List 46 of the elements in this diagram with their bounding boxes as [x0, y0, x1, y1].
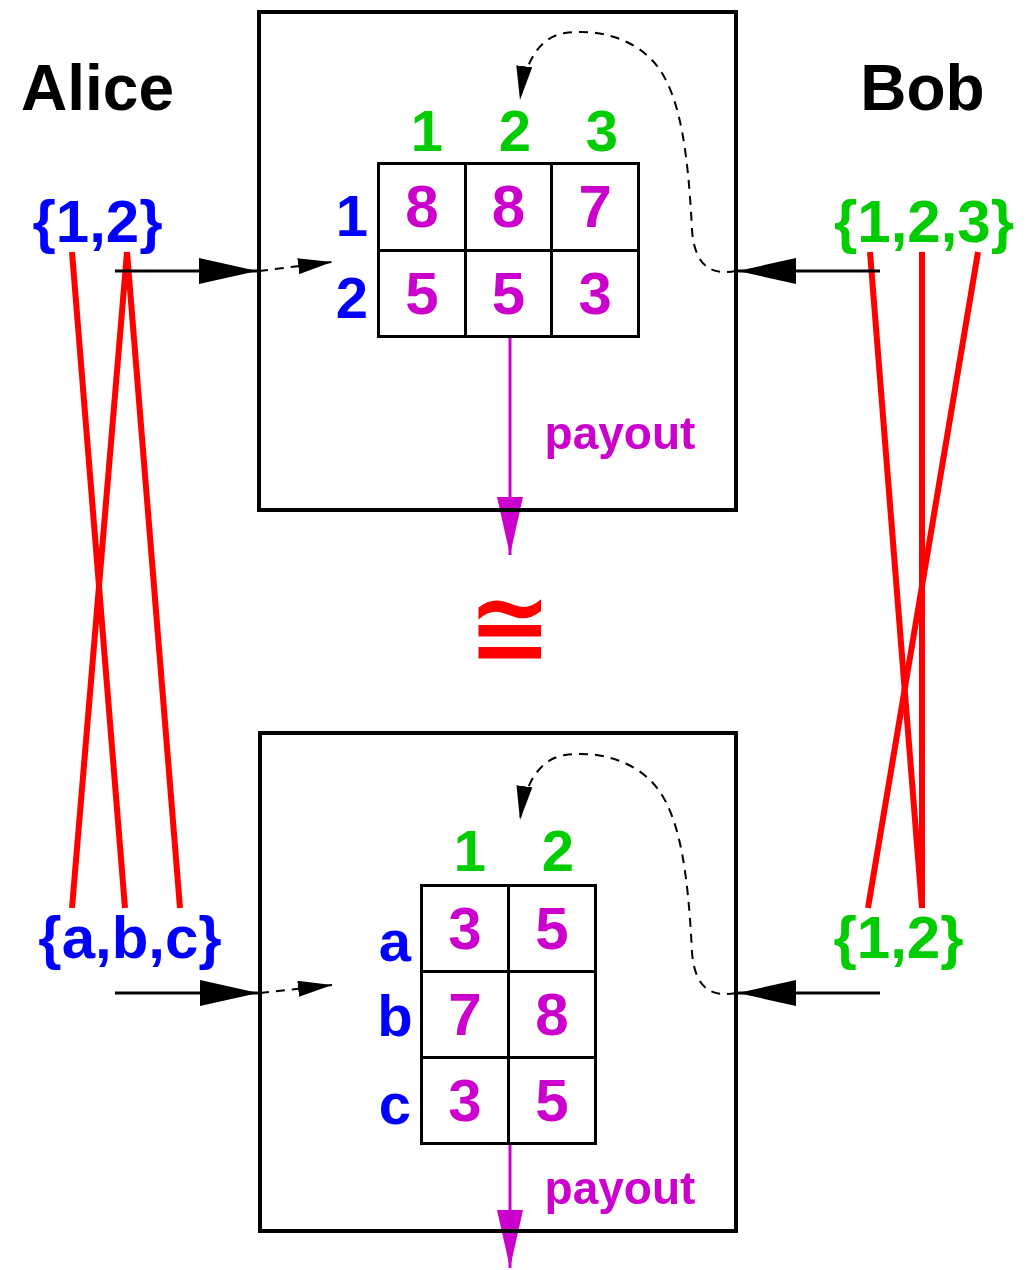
row-header: a — [377, 910, 413, 970]
arrow — [517, 30, 737, 274]
arrow — [115, 258, 257, 284]
column-header: 3 — [584, 100, 620, 160]
payoff-cell: 5 — [380, 251, 467, 338]
payoff-cell: 8 — [510, 973, 597, 1059]
column-header: 1 — [452, 820, 488, 880]
payout-label: payout — [543, 405, 697, 460]
arrow — [497, 338, 523, 555]
payoff-cell: 5 — [510, 887, 597, 973]
payoff-cell: 8 — [466, 165, 554, 252]
arrow — [259, 980, 333, 997]
arrow — [517, 752, 737, 996]
payoff-cell: 5 — [510, 1059, 597, 1145]
payoff-cell: 3 — [553, 251, 640, 338]
payoff-cell: 8 — [380, 165, 467, 252]
column-header: 2 — [540, 820, 576, 880]
payoff-cell: 7 — [553, 165, 640, 252]
player-name: Alice — [20, 55, 175, 120]
strategy-set: {1,2} — [25, 192, 170, 252]
row-header: 1 — [334, 185, 370, 245]
strategy-set: {1,2,3} — [826, 192, 1022, 252]
row-header: b — [376, 985, 414, 1045]
connector-line — [124, 251, 183, 909]
game-frame — [258, 731, 738, 1233]
column-header: 2 — [497, 100, 533, 160]
arrow — [738, 258, 880, 284]
row-header: c — [377, 1073, 413, 1133]
payoff-cell: 5 — [466, 251, 554, 338]
arrow — [258, 258, 333, 275]
payoff-cell: 7 — [423, 973, 510, 1059]
row-header: 2 — [334, 267, 370, 327]
connector-line — [919, 252, 925, 908]
congruence-symbol: ≅ — [467, 570, 553, 685]
payoff-cell: 3 — [423, 887, 510, 973]
connector-line — [865, 251, 981, 909]
player-name: Bob — [859, 55, 986, 120]
column-header: 1 — [409, 100, 445, 160]
game-frame — [257, 10, 738, 512]
arrow — [115, 980, 258, 1006]
arrow — [738, 980, 880, 1006]
payoff-cell: 3 — [423, 1059, 510, 1145]
arrow — [497, 1145, 523, 1268]
strategy-set: {a,b,c} — [22, 908, 238, 968]
strategy-set: {1,2} — [826, 908, 971, 968]
payout-label: payout — [543, 1160, 697, 1215]
